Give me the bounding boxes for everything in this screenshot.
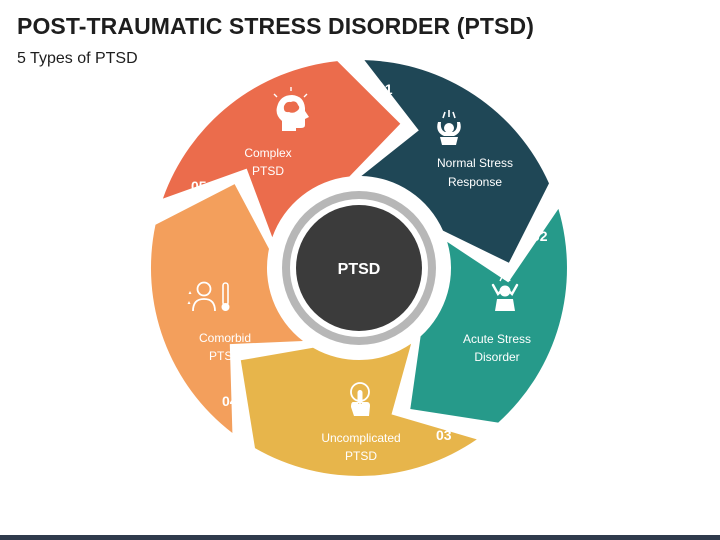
page-title: POST-TRAUMATIC STRESS DISORDER (PTSD) [17, 13, 534, 39]
center-label: PTSD [338, 261, 381, 278]
segment-label-04-line1: Comorbid [199, 331, 251, 345]
center-circle [296, 205, 422, 331]
page-subtitle: 5 Types of PTSD [17, 50, 138, 67]
segment-label-01-line1: Normal Stress [437, 156, 513, 170]
segment-normal-stress-response [361, 60, 549, 263]
segment-number-03: 03 [436, 427, 452, 443]
sick-person-thermometer-icon [187, 281, 230, 312]
pointing-hand-icon [350, 382, 370, 416]
segment-number-05: 05 [191, 178, 207, 194]
segment-label-01-line2: Response [448, 175, 502, 189]
segment-label-04-line2: PTSD [209, 349, 241, 363]
segment-number-02: 02 [532, 228, 548, 244]
segment-acute-stress-disorder [410, 208, 567, 423]
segment-number-01: 01 [377, 81, 393, 97]
segment-label-03-line2: PTSD [345, 449, 377, 463]
segment-label-05-line1: Complex [244, 146, 291, 160]
segment-label-05-line2: PTSD [252, 164, 284, 178]
segment-label-02-line1: Acute Stress [463, 332, 531, 346]
segment-number-04: 04 [222, 393, 238, 409]
brain-head-icon [273, 87, 309, 131]
segment-label-03-line1: Uncomplicated [321, 431, 400, 445]
segment-label-02-line2: Disorder [474, 350, 519, 364]
head-holding-person-icon [491, 275, 519, 311]
bottom-accent-bar [0, 535, 720, 540]
segment-complex-ptsd [162, 61, 401, 238]
stressed-person-icon [437, 110, 461, 145]
